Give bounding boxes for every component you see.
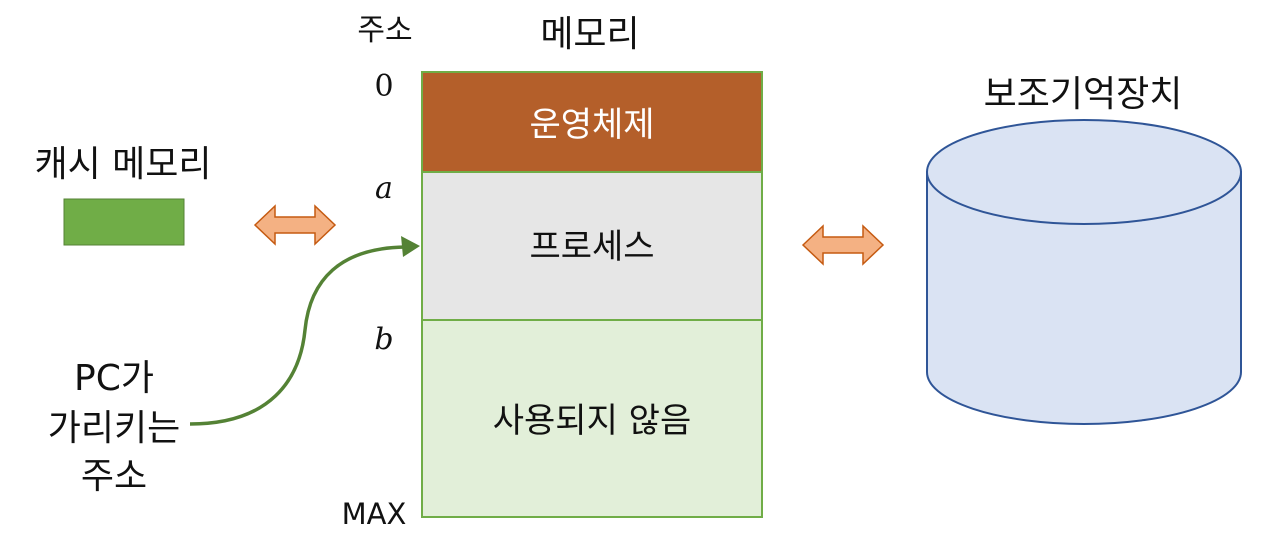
storage-label: 보조기억장치 [984, 74, 1183, 115]
segment-unused-label: 사용되지 않음 [493, 401, 692, 441]
memory-storage-double-arrow-icon [801, 224, 885, 266]
pc-label-line-3: 주소 [81, 456, 147, 497]
pc-pointer-arrowhead-icon [401, 236, 420, 257]
cache-memory-double-arrow-icon [253, 204, 337, 246]
segment-process [421, 171, 763, 321]
address-header: 주소 [357, 13, 412, 48]
segment-os [421, 71, 763, 173]
storage-cylinder-icon [926, 119, 1242, 425]
address-label-max: MAX [342, 497, 407, 531]
segment-process-label: 프로세스 [529, 227, 654, 267]
pc-label-line-1: PC가 [74, 358, 154, 399]
memory-title: 메모리 [540, 14, 639, 55]
address-label-0: 0 [374, 69, 393, 104]
pc-pointer-arrow [189, 245, 406, 426]
pc-label: PC가 가리키는 주소 [48, 358, 180, 497]
pc-label-line-2: 가리키는 [48, 408, 180, 449]
memory-block: 운영체제 프로세스 사용되지 않음 [421, 71, 763, 518]
address-label-a: a [375, 171, 393, 206]
address-label-b: b [374, 322, 393, 357]
cache-block [63, 198, 185, 246]
segment-unused [421, 319, 763, 518]
segment-os-label: 운영체제 [529, 105, 654, 145]
cache-label: 캐시 메모리 [34, 144, 211, 185]
